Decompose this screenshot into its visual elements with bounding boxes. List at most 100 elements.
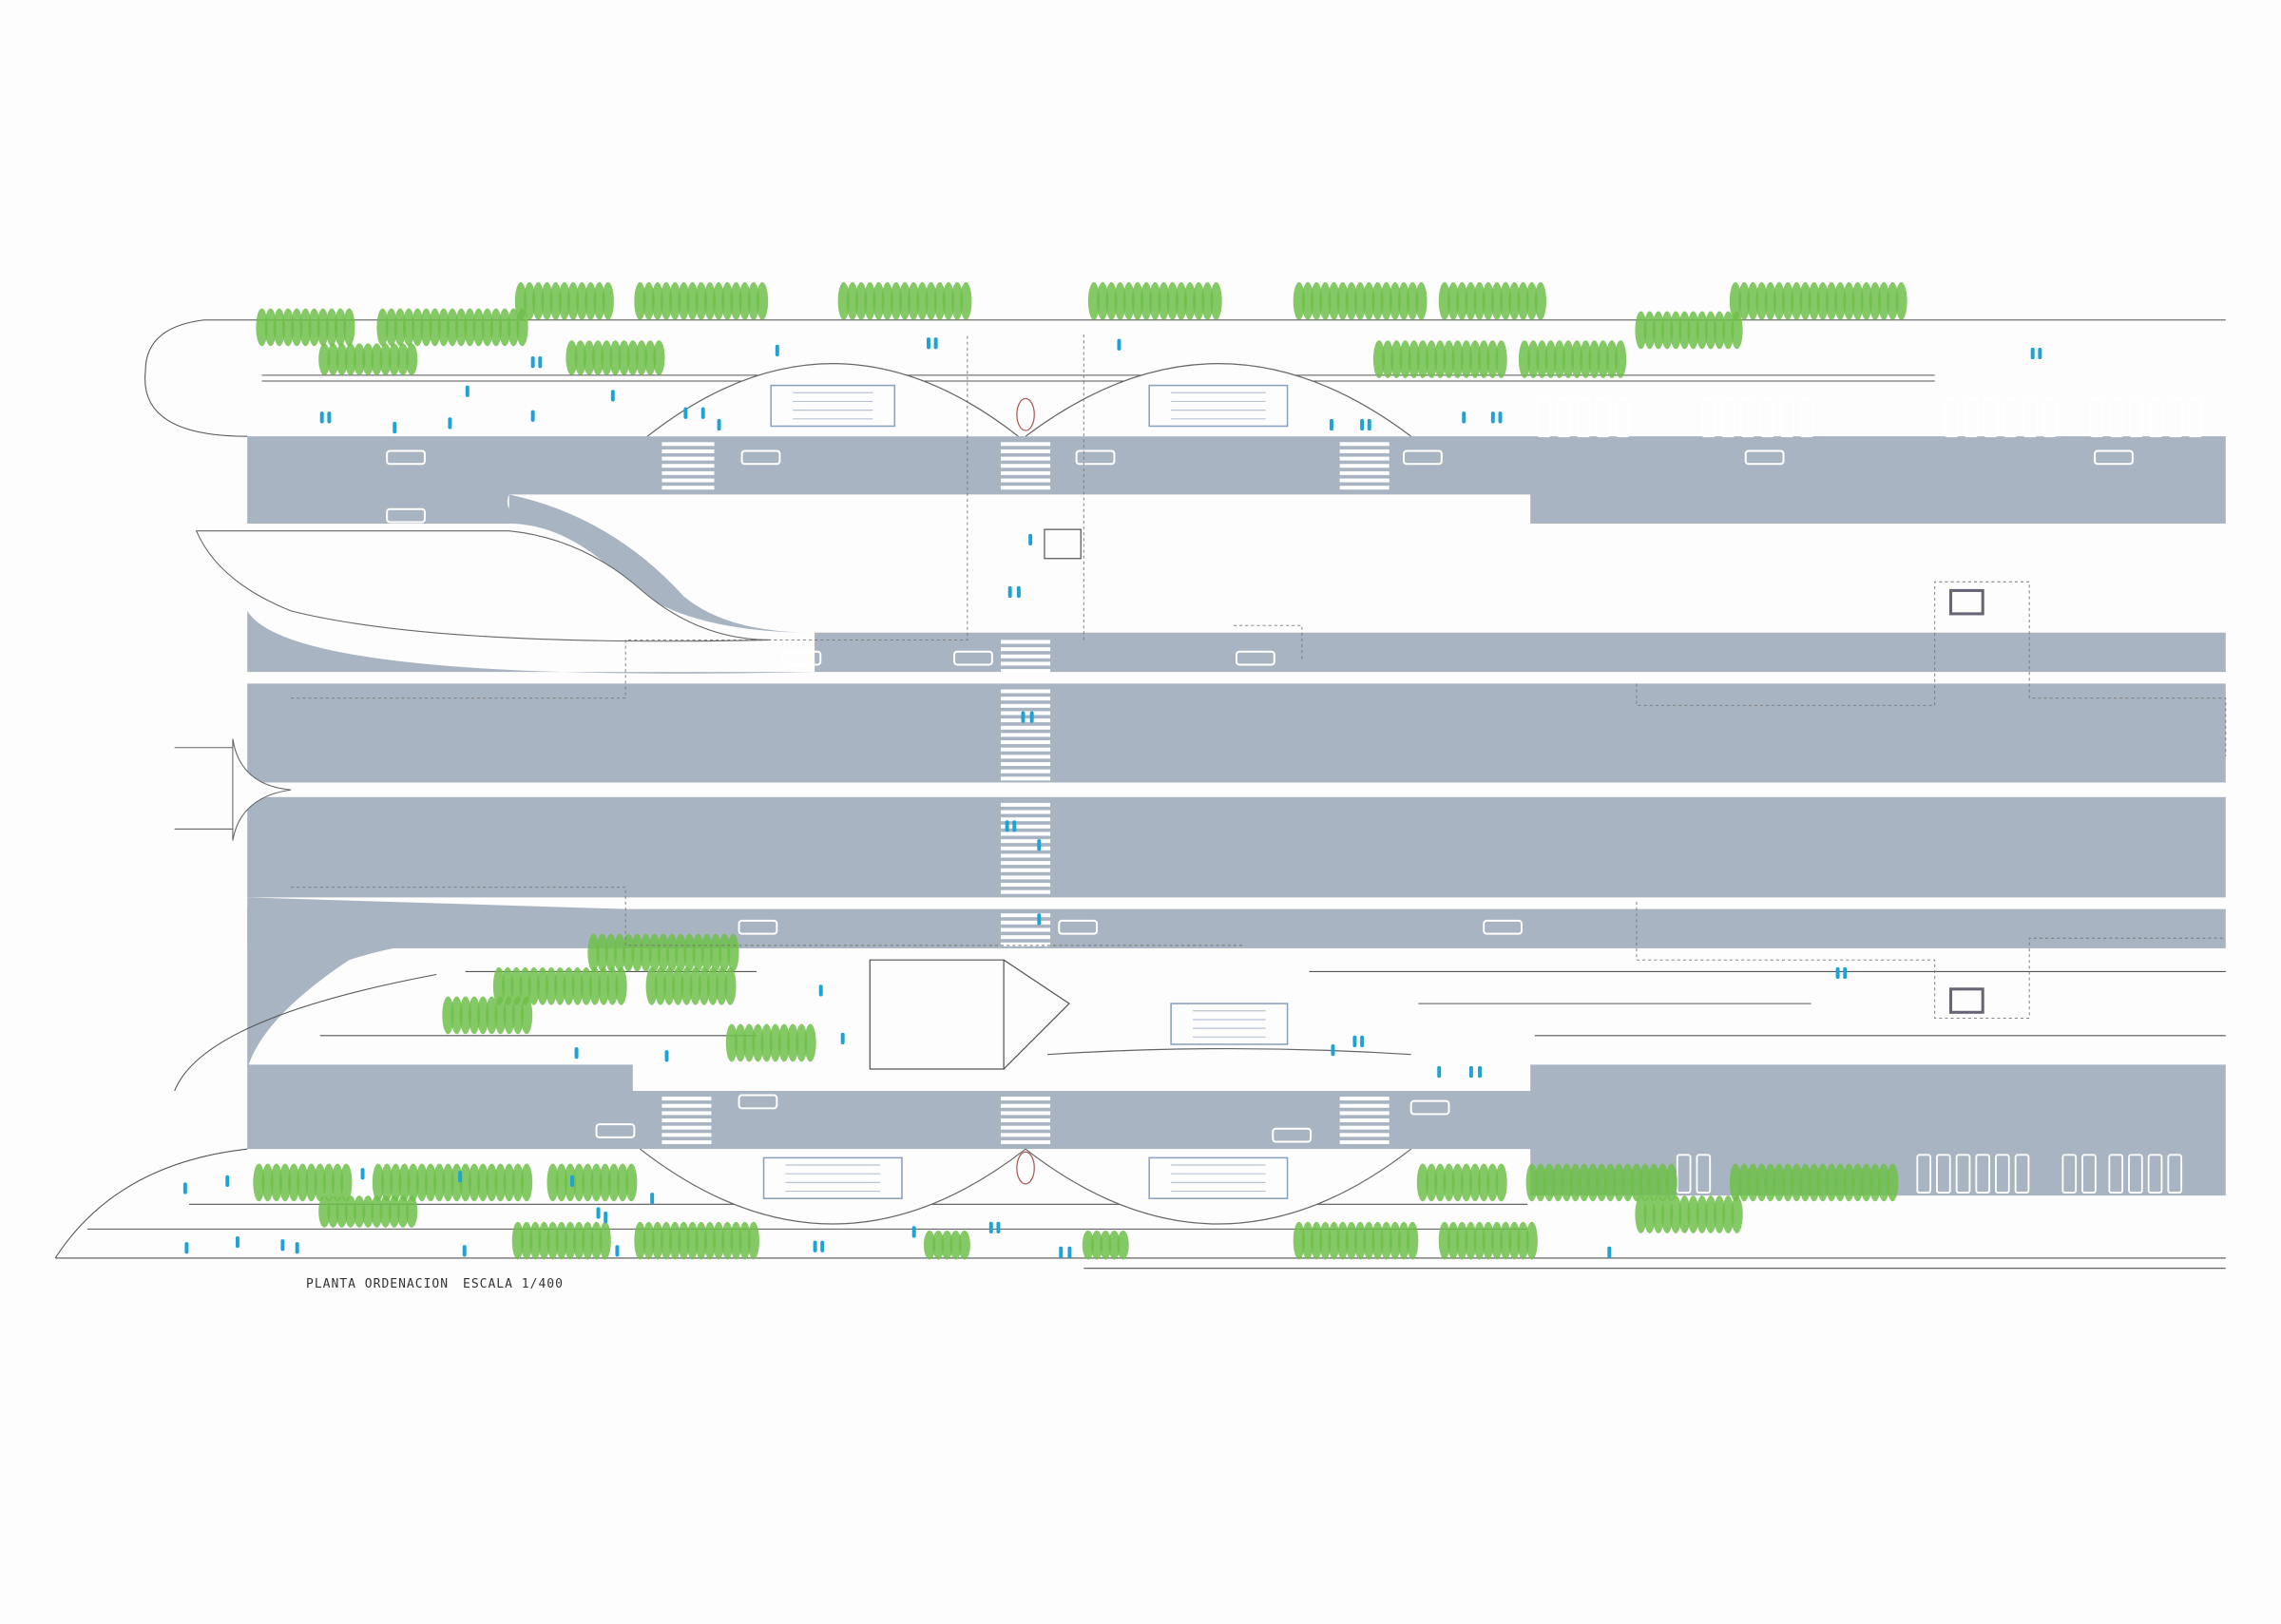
tree-icon: [1799, 1163, 1811, 1202]
tree-icon: [645, 966, 658, 1005]
tree-icon: [1508, 281, 1521, 320]
tree-icon: [273, 308, 285, 347]
tree-icon: [1473, 1221, 1486, 1260]
tree-icon: [1808, 1163, 1820, 1202]
tree-icon: [371, 343, 383, 375]
tree-icon: [1597, 340, 1609, 378]
tree-icon: [1415, 281, 1428, 320]
parking-bay-car: [1676, 1154, 1692, 1194]
tree-icon: [1517, 281, 1529, 320]
tree-icon: [1478, 1163, 1490, 1202]
tree-icon: [1416, 1163, 1429, 1202]
crosswalk-stripe: [661, 1097, 712, 1101]
tree-icon: [613, 933, 626, 972]
tree-icon: [406, 1195, 418, 1228]
parking-bay-car: [1964, 397, 1979, 438]
pedestrian-icon: [1498, 411, 1503, 424]
crosswalk-stripe: [1001, 861, 1051, 866]
pedestrian-icon: [1437, 1065, 1442, 1079]
tree-icon: [464, 308, 476, 347]
tree-icon: [1193, 281, 1205, 320]
tree-planter: [514, 281, 614, 320]
parking-bay-car: [2041, 397, 2058, 438]
tree-icon: [1100, 1230, 1112, 1260]
tree-icon: [1508, 1221, 1521, 1260]
escalator-well: [762, 1156, 903, 1199]
pedestrian-icon: [683, 407, 688, 419]
tree-icon: [536, 966, 549, 1005]
tree-icon: [942, 281, 955, 320]
tree-icon: [908, 281, 920, 320]
tree-icon: [1301, 281, 1314, 320]
crosswalk-stripe: [1339, 470, 1390, 475]
tree-icon: [343, 308, 355, 347]
parking-bay-car: [2147, 1154, 2163, 1194]
tree-icon: [541, 281, 553, 320]
tree-icon: [563, 966, 575, 1005]
crosswalk-stripe: [1001, 846, 1051, 850]
tree-icon: [1210, 281, 1222, 320]
tree-icon: [1371, 281, 1384, 320]
crosswalk-stripe: [661, 456, 715, 461]
tree-planter: [1082, 1230, 1129, 1260]
tree-icon: [1851, 1163, 1864, 1202]
access-block: [869, 959, 1070, 1070]
tree-icon: [1482, 1221, 1494, 1260]
pedestrian-icon: [1329, 418, 1333, 431]
crosswalk-stripe: [661, 478, 715, 483]
pedestrian-icon: [462, 1245, 467, 1257]
pedestrian-icon: [574, 1047, 579, 1060]
tree-icon: [477, 1163, 489, 1202]
tree-icon: [1696, 1195, 1708, 1233]
tree-icon: [769, 1023, 781, 1062]
crosswalk-stripe: [661, 1133, 712, 1137]
tree-icon: [777, 1023, 791, 1062]
tree-planter: [492, 966, 627, 1005]
tree-icon: [738, 1221, 751, 1260]
tree-icon: [683, 933, 696, 972]
crosswalk-stripe: [1001, 769, 1051, 774]
lift-shaft-north: [1016, 397, 1035, 431]
tree-icon: [960, 281, 972, 320]
tree-icon: [1380, 1221, 1392, 1260]
pavilion-canopy: [640, 1148, 1026, 1225]
crosswalk-stripe: [1001, 733, 1051, 737]
tree-icon: [1738, 281, 1751, 320]
tree-icon: [700, 933, 713, 972]
tree-icon: [415, 1163, 428, 1202]
tree-icon: [327, 1195, 339, 1228]
tree-icon: [468, 996, 481, 1035]
tree-icon: [615, 966, 627, 1005]
parking-bay-car: [2109, 397, 2124, 438]
pedestrian-icon: [996, 1221, 1001, 1233]
car: [1744, 449, 1785, 466]
tree-icon: [669, 1221, 681, 1260]
tree-icon: [433, 1163, 446, 1202]
tree-icon: [1468, 1163, 1482, 1202]
tree-icon: [730, 1221, 742, 1260]
escalator-well: [1170, 1003, 1289, 1045]
pedestrian-icon: [2030, 347, 2035, 360]
tree-icon: [625, 1163, 638, 1202]
pedestrian-icon: [604, 1211, 608, 1224]
tree-icon: [564, 1221, 577, 1260]
tree-icon: [1687, 311, 1699, 350]
tree-icon: [486, 1163, 498, 1202]
tree-icon: [1108, 1230, 1121, 1260]
crosswalk-stripe: [1001, 740, 1051, 745]
tree-icon: [752, 1023, 764, 1062]
tree-icon: [503, 1163, 515, 1202]
tree-icon: [724, 966, 737, 1005]
tree-icon: [1604, 1163, 1617, 1202]
crosswalk-stripe: [661, 1118, 712, 1123]
parking-bay-car: [1799, 397, 1814, 438]
tree-planter: [1416, 1163, 1507, 1202]
pedestrian-icon: [1367, 418, 1371, 431]
tree-icon: [692, 933, 704, 972]
tree-icon: [932, 1230, 945, 1260]
pedestrian-icon: [1016, 585, 1021, 599]
tree-icon: [545, 966, 558, 1005]
pedestrian-icon: [1360, 1035, 1365, 1048]
tree-icon: [1490, 281, 1504, 320]
pedestrian-icon: [717, 418, 721, 431]
